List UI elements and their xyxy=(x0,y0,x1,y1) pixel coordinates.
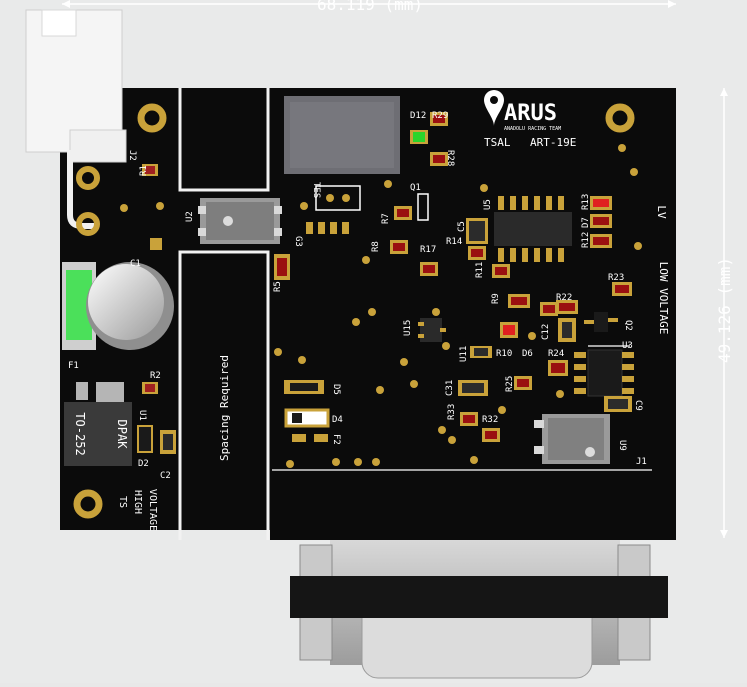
label-d5: D5 xyxy=(331,384,341,395)
label-r23: R23 xyxy=(608,273,624,283)
logo-tagline: ANADOLU RACING TEAM xyxy=(504,126,561,132)
label-r32: R32 xyxy=(482,415,498,425)
ts-label: TS xyxy=(117,496,128,508)
label-u1: U1 xyxy=(137,410,147,421)
terminal-block-j2 xyxy=(25,9,127,229)
label-r13: R13 xyxy=(581,194,591,210)
board-name: TSAL xyxy=(484,136,511,149)
package-label-2: DPAK xyxy=(115,420,129,450)
label-r12: R12 xyxy=(581,232,591,248)
label-c9: C9 xyxy=(633,400,643,411)
height-dimension-label: 49.126 (mm) xyxy=(715,257,734,363)
led-d12-green xyxy=(413,132,425,142)
label-u2: U2 xyxy=(185,211,195,222)
label-r5: R5 xyxy=(273,281,283,292)
label-r2: R2 xyxy=(150,371,161,381)
designator-labels: J1 J2 F1 F2 C1 C2 C5 C9 C12 C31 R1 R2 R5… xyxy=(68,111,647,481)
label-d7: D7 xyxy=(581,217,591,228)
label-f1: F1 xyxy=(68,361,79,371)
label-q2: Q2 xyxy=(623,320,633,331)
label-j1: J1 xyxy=(636,457,647,467)
capacitor-c1 xyxy=(86,262,174,350)
label-r22: R22 xyxy=(556,293,572,303)
relay-block xyxy=(284,96,400,174)
label-r1: R1 xyxy=(139,165,149,176)
label-tes: TES xyxy=(311,182,321,198)
width-dimension: 68.119 (mm) xyxy=(62,0,676,14)
label-r25: R25 xyxy=(505,376,515,392)
label-q1: Q1 xyxy=(410,183,421,193)
dpak-u1: TO-252 DPAK xyxy=(64,382,132,466)
optocoupler-u9 xyxy=(534,414,610,464)
label-d4: D4 xyxy=(332,415,343,425)
ic-u5 xyxy=(494,196,572,262)
optocoupler-u2 xyxy=(198,198,282,244)
label-d2: D2 xyxy=(138,459,149,469)
label-r9: R9 xyxy=(491,293,501,304)
voltage-label: VOLTAGE xyxy=(147,489,158,531)
label-u15: U15 xyxy=(403,320,413,336)
label-d6: D6 xyxy=(522,349,533,359)
label-r33: R33 xyxy=(447,404,457,420)
label-c12: C12 xyxy=(541,324,551,340)
label-u9: U9 xyxy=(617,440,627,451)
silk-lines xyxy=(272,345,652,471)
label-c2: C2 xyxy=(160,471,171,481)
label-r29: R29 xyxy=(432,111,448,121)
package-label-1: TO-252 xyxy=(73,412,87,455)
led-d6-red xyxy=(503,325,515,335)
height-dimension: 49.126 (mm) xyxy=(715,88,734,538)
label-u3: U3 xyxy=(622,341,633,351)
label-u11: U11 xyxy=(459,346,469,362)
label-f2: F2 xyxy=(331,434,341,445)
label-j2: J2 xyxy=(127,150,137,161)
misc-parts xyxy=(284,185,618,442)
label-r10: R10 xyxy=(496,349,512,359)
ic-u3 xyxy=(574,349,634,397)
label-r14: R14 xyxy=(446,237,462,247)
label-r7: R7 xyxy=(381,213,391,224)
spacing-required-label: Spacing Required xyxy=(218,355,231,461)
isolation-slot xyxy=(178,88,270,540)
label-r17: R17 xyxy=(420,245,436,255)
low-voltage-label: LOW VOLTAGE xyxy=(657,262,670,335)
label-d12: D12 xyxy=(410,111,426,121)
label-c1: C1 xyxy=(130,259,141,269)
arus-logo: ARUS ANADOLU RACING TEAM TSAL ART-19E xyxy=(484,90,576,149)
label-r28: R28 xyxy=(445,150,455,166)
label-r8: R8 xyxy=(371,241,381,252)
label-c5: C5 xyxy=(457,221,467,232)
mounting-holes xyxy=(73,103,635,519)
led-d7-red xyxy=(593,199,609,207)
j2-pads xyxy=(76,166,100,236)
high-label: HIGH xyxy=(132,490,143,514)
board-code: ART-19E xyxy=(530,136,576,149)
label-r11: R11 xyxy=(475,262,485,278)
db9-connector xyxy=(290,540,668,679)
lv-label: LV xyxy=(655,205,668,219)
lv-smd-parts xyxy=(274,112,632,442)
label-u5: U5 xyxy=(483,199,493,210)
hv-smd-parts xyxy=(137,164,176,454)
vias xyxy=(120,144,642,468)
label-r24: R24 xyxy=(548,349,564,359)
width-dimension-label: 68.119 (mm) xyxy=(317,0,423,14)
logo-text: ARUS xyxy=(504,101,557,126)
label-c31: C31 xyxy=(445,380,455,396)
label-g3: G3 xyxy=(293,236,303,247)
